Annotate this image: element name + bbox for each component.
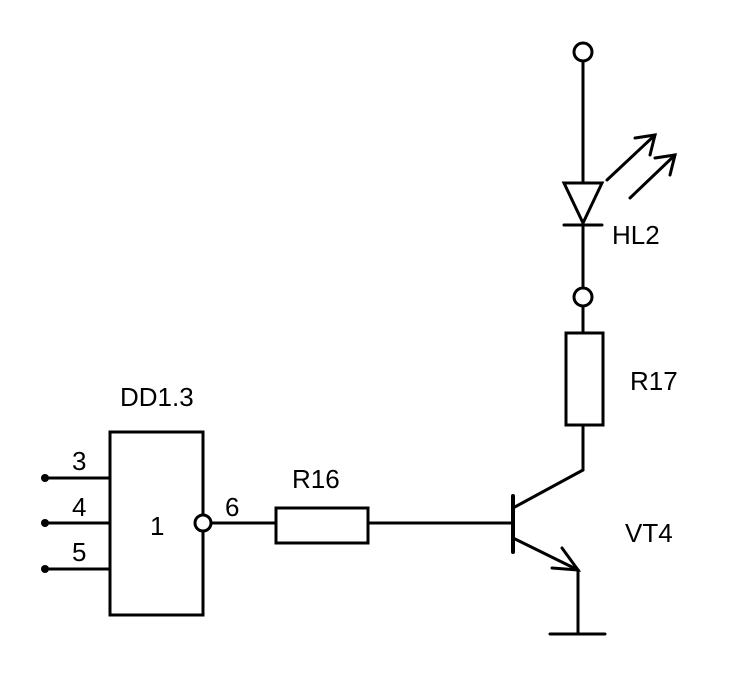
terminal-lower (572, 286, 594, 308)
input-dot-4 (41, 519, 49, 527)
r17-label: R17 (630, 366, 678, 396)
led-light-arrow-2 (628, 153, 677, 200)
gate-body (108, 430, 205, 617)
gate-input-pins: 3 4 5 (41, 446, 112, 573)
led-triangle (561, 181, 605, 227)
vt4-label: VT4 (625, 518, 673, 548)
input-dot-3 (41, 474, 49, 482)
pin-label-3: 3 (72, 446, 86, 476)
transistor-vt4: VT4 (511, 468, 673, 572)
gate-dd1-3: 1 DD1.3 6 (108, 382, 239, 617)
gate-symbol: 1 (150, 511, 164, 541)
input-dot-5 (41, 565, 49, 573)
gate-ref-label: DD1.3 (120, 382, 194, 412)
emitter-line (511, 536, 580, 572)
led-hl2: HL2 (561, 133, 678, 250)
pin-label-5: 5 (72, 537, 86, 567)
pin-label-6: 6 (225, 492, 239, 522)
r17-body (564, 331, 605, 427)
collector-line (511, 468, 585, 510)
led-arrowhead-2 (653, 153, 678, 177)
led-arrowhead-1 (633, 133, 658, 157)
pin-label-4: 4 (72, 492, 86, 522)
r16-label: R16 (292, 464, 340, 494)
terminal-top (572, 41, 594, 63)
resistor-r17: R17 (564, 331, 678, 427)
hl2-label: HL2 (612, 220, 660, 250)
r16-body (274, 506, 370, 545)
resistor-r16: R16 (274, 464, 370, 545)
gate-inversion-bubble (193, 513, 213, 533)
led-light-arrow-1 (605, 133, 657, 182)
